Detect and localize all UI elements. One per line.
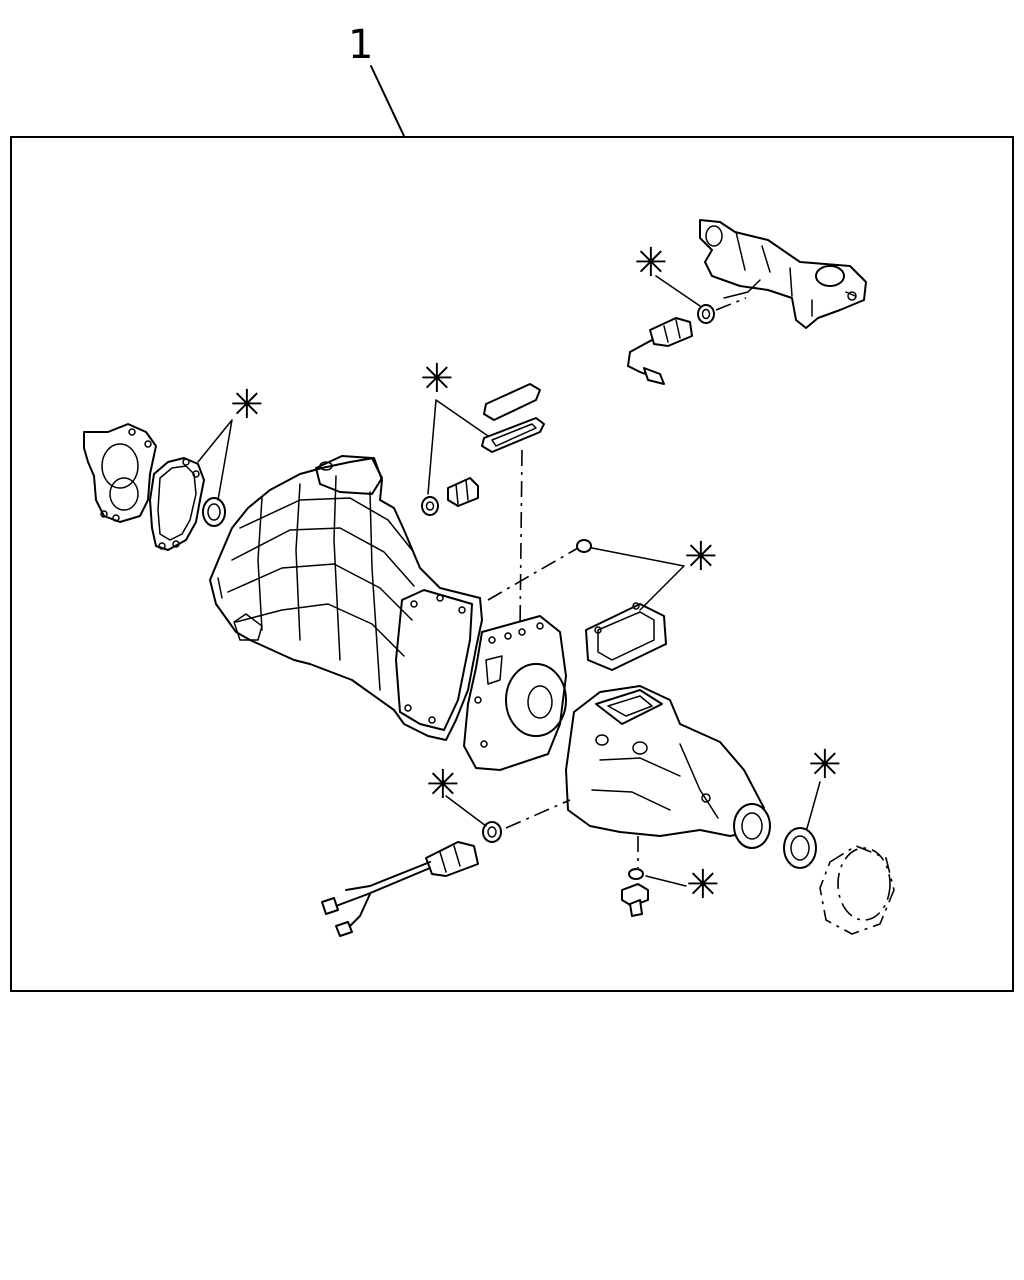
kit-marker-top: ✳ — [634, 240, 668, 286]
sensor-washer-top — [697, 304, 715, 324]
leader-lines — [591, 547, 685, 611]
svg-text:✳: ✳ — [420, 356, 454, 402]
transmission-case — [209, 455, 483, 741]
kit-marker-gasket: ✳ — [684, 534, 718, 580]
front-retainer-gasket — [149, 457, 205, 551]
shift-cover-plate — [483, 383, 541, 421]
leader-line — [805, 781, 821, 833]
speed-sensor-bottom — [321, 841, 479, 937]
adapter-plate — [463, 615, 567, 771]
kit-marker-left: ✳ — [230, 382, 264, 428]
rear-extension-housing — [565, 685, 771, 849]
extension-housing-upper — [699, 219, 867, 329]
assembly-frame — [10, 136, 1014, 992]
callout-leader-line — [370, 65, 405, 137]
drain-bolt — [621, 883, 649, 917]
alignment-line — [715, 297, 747, 311]
dust-sleeve — [819, 845, 895, 935]
kit-marker-rear-seal: ✳ — [808, 742, 842, 788]
callout-number: 1 — [348, 22, 373, 68]
leader-line — [655, 275, 701, 307]
svg-text:✳: ✳ — [634, 240, 668, 286]
svg-text:✳: ✳ — [426, 762, 460, 808]
leader-line — [445, 795, 487, 827]
drain-plug — [447, 477, 479, 507]
alignment-line — [519, 449, 523, 631]
top-cover-gasket — [585, 602, 667, 671]
o-ring — [576, 539, 592, 553]
svg-text:✳: ✳ — [686, 862, 720, 908]
svg-text:✳: ✳ — [230, 382, 264, 428]
kit-marker-bolt: ✳ — [686, 862, 720, 908]
kit-marker-plug: ✳ — [420, 356, 454, 402]
alignment-line — [505, 799, 571, 829]
shift-cover-gasket — [481, 417, 545, 453]
sensor-washer-bottom — [482, 821, 502, 843]
drain-washer — [628, 868, 644, 880]
plug-washer — [421, 496, 439, 516]
kit-marker-sensor: ✳ — [426, 762, 460, 808]
sensor-switch-top — [627, 317, 693, 385]
leader-line — [645, 875, 687, 887]
alignment-line — [487, 547, 579, 601]
svg-text:✳: ✳ — [684, 534, 718, 580]
svg-text:✳: ✳ — [808, 742, 842, 788]
rear-oil-seal — [783, 827, 817, 869]
leader-lines — [427, 399, 489, 495]
front-bearing-retainer — [83, 423, 157, 523]
leader-lines — [197, 419, 233, 501]
front-oil-seal — [202, 497, 226, 527]
